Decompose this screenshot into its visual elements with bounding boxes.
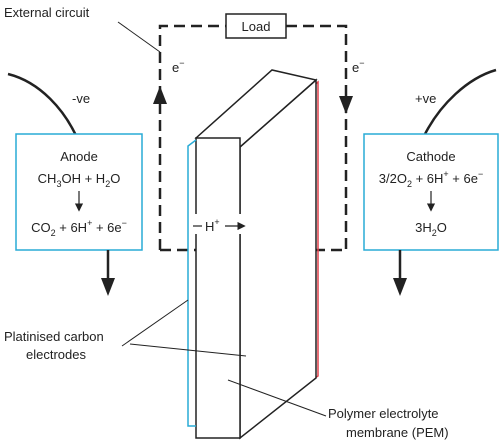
cathode-reactant: 3/2O2 + 6H+ + 6e− [379,169,483,189]
electron-label-right: e− [352,58,365,75]
proton-label: H+ [205,217,220,234]
load-label: Load [242,19,271,34]
pem-label-line2: membrane (PEM) [346,425,449,440]
electron-arrow-up [153,86,167,104]
anode-sign: -ve [72,91,90,106]
cathode-title: Cathode [406,149,455,164]
cathode-lead [422,68,497,137]
anode-electrode [187,139,197,427]
anode-title: Anode [60,149,98,164]
cathode-sign: +ve [415,91,436,106]
anode-product: CO2 + 6H+ + 6e− [31,218,127,238]
electron-label-left: e− [172,58,185,75]
electrodes-label-line2: electrodes [26,347,86,362]
electrodes-leader-anode [121,299,189,347]
cathode-product: 3H2O [415,220,447,238]
anode-lead [7,72,80,141]
cathode-output-arrow [393,278,407,296]
electrodes-leader-cathode [129,343,247,357]
pem-leader [227,379,327,417]
load-box [225,13,287,39]
external-circuit-leader [117,21,161,53]
anode-output-arrow [101,278,115,296]
electron-arrow-down [339,96,353,114]
external-circuit-wire [158,24,348,252]
electrodes-label-line1: Platinised carbon [4,329,104,344]
external-circuit-label: External circuit [4,5,90,20]
pem-label-line1: Polymer electrolyte [328,406,439,421]
fuel-cell-slab [187,69,319,440]
